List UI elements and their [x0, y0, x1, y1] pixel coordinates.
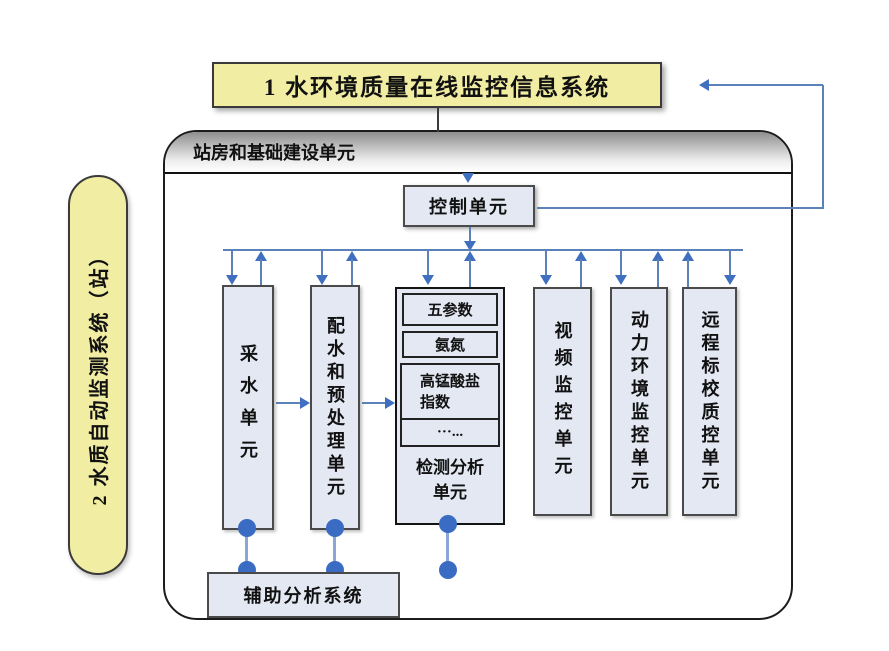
- control-to-bus-arrow-icon: [464, 241, 476, 251]
- bus-down-line: [427, 251, 429, 277]
- sub-box-five-params[interactable]: 五参数: [402, 293, 498, 326]
- bus-line: [223, 249, 743, 251]
- unit-label: 远程标校质控单元: [699, 309, 720, 494]
- unit-label: 配水和预处理单元: [325, 315, 345, 500]
- connector-dot: [326, 519, 344, 537]
- aux-link-line: [446, 526, 449, 570]
- aux-link-line: [245, 530, 248, 570]
- header-to-control-arrow-icon: [462, 173, 474, 183]
- container-header-label: 站房和基础建设单元: [193, 143, 355, 163]
- flow-line-distribution-to-analysis: [362, 402, 387, 404]
- aux-link-line: [333, 530, 336, 570]
- control-to-bus-line: [469, 227, 471, 243]
- flow-arrow-icon: [300, 397, 310, 409]
- bus-up-line: [580, 259, 582, 288]
- sub-box-label: 氨氮: [434, 338, 465, 354]
- bus-down-arrow-icon: [724, 275, 736, 285]
- bus-down-line: [729, 251, 731, 277]
- bus-up-arrow-icon: [255, 251, 267, 261]
- flow-arrow-icon: [385, 397, 395, 409]
- unit-column-remote-calibration[interactable]: 远程标校质控单元: [682, 287, 737, 516]
- title-box[interactable]: 1 水环境质量在线监控信息系统: [212, 62, 662, 108]
- bus-up-arrow-icon: [346, 251, 358, 261]
- bus-down-arrow-icon: [316, 275, 328, 285]
- bus-up-arrow-icon: [682, 251, 694, 261]
- unit-column-detection-analysis[interactable]: 五参数 氨氮 高锰酸盐 指数 ···... 检测分析 单元: [395, 287, 505, 525]
- bus-up-arrow-icon: [652, 251, 664, 261]
- unit-label: 视频监控单元: [552, 320, 573, 483]
- sub-box-ellipsis[interactable]: ···...: [436, 423, 464, 440]
- bus-down-arrow-icon: [540, 275, 552, 285]
- bus-down-arrow-icon: [615, 275, 627, 285]
- auxiliary-analysis-label: 辅助分析系统: [243, 586, 364, 606]
- unit-column-water-intake[interactable]: 采水单元: [222, 285, 274, 530]
- feedback-line-horizontal-top: [708, 84, 823, 86]
- unit-label: 检测分析 单元: [416, 458, 484, 502]
- station-capsule[interactable]: 2 水质自动监测系统（站）: [68, 175, 128, 575]
- bus-up-arrow-icon: [464, 251, 476, 261]
- feedback-arrow-icon: [699, 79, 709, 91]
- bus-up-line: [260, 259, 262, 286]
- unit-column-water-distribution[interactable]: 配水和预处理单元: [310, 285, 360, 530]
- bus-down-line: [321, 251, 323, 277]
- sub-box-group: 高锰酸盐 指数 ···...: [400, 363, 500, 447]
- connector-dot: [238, 519, 256, 537]
- title-label: 1 水环境质量在线监控信息系统: [263, 75, 611, 100]
- sub-box-label: 五参数: [427, 303, 473, 319]
- sub-box-ammonia[interactable]: 氨氮: [402, 331, 498, 358]
- control-unit-box[interactable]: 控制单元: [403, 185, 535, 227]
- flow-line-intake-to-distribution: [276, 402, 302, 404]
- bus-up-arrow-icon: [575, 251, 587, 261]
- bus-up-line: [469, 259, 471, 288]
- bus-up-line: [351, 259, 353, 286]
- bus-down-arrow-icon: [226, 275, 238, 285]
- station-capsule-label: 2 水质自动监测系统（站）: [89, 244, 111, 506]
- auxiliary-analysis-box[interactable]: 辅助分析系统: [207, 572, 400, 618]
- title-to-container-line: [437, 108, 439, 132]
- bus-up-line: [687, 259, 689, 288]
- bus-down-line: [620, 251, 622, 277]
- container-header: 站房和基础建设单元: [165, 132, 791, 174]
- bus-up-line: [657, 259, 659, 288]
- unit-label: 采水单元: [238, 343, 258, 472]
- bus-down-line: [231, 251, 233, 277]
- bus-down-arrow-icon: [422, 275, 434, 285]
- feedback-line-horizontal-bottom: [537, 207, 824, 209]
- connector-dot: [439, 561, 457, 579]
- connector-dot: [439, 515, 457, 533]
- control-unit-label: 控制单元: [429, 197, 509, 217]
- feedback-line-vertical: [822, 85, 824, 209]
- bus-down-line: [545, 251, 547, 277]
- sub-box-permanganate[interactable]: 高锰酸盐 指数: [402, 365, 498, 420]
- unit-column-video-monitoring[interactable]: 视频监控单元: [533, 287, 592, 516]
- unit-label: 动力环境监控单元: [629, 309, 649, 494]
- unit-column-power-environment[interactable]: 动力环境监控单元: [610, 287, 668, 516]
